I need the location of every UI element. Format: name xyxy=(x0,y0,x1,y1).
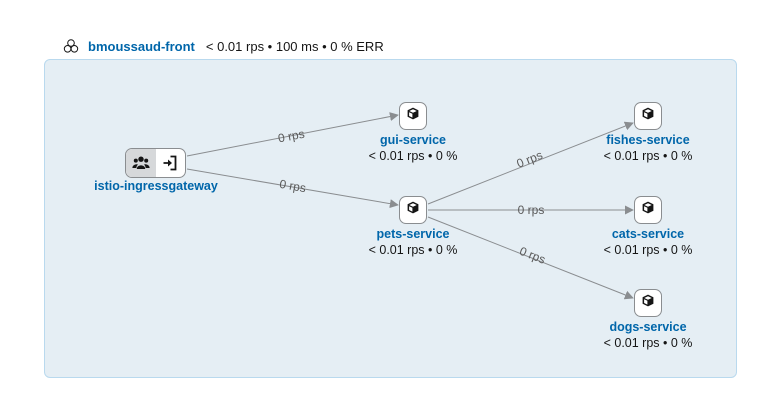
gui-service-name[interactable]: gui-service xyxy=(379,133,446,147)
users-icon xyxy=(126,149,156,177)
edge-label-pets-cats: 0 rps xyxy=(518,203,545,217)
pets-service-stats: < 0.01 rps • 0 % xyxy=(368,243,458,257)
cats-service-stats: < 0.01 rps • 0 % xyxy=(603,243,693,257)
pets-service-node[interactable] xyxy=(399,196,427,224)
fishes-service-node[interactable] xyxy=(634,102,662,130)
gateway-name[interactable]: istio-ingressgateway xyxy=(94,179,218,193)
gui-service-node[interactable] xyxy=(399,102,427,130)
cube-icon xyxy=(407,201,419,219)
edge-label-gateway-pets: 0 rps xyxy=(278,177,307,195)
edge-pets-fishes[interactable] xyxy=(427,121,634,205)
edge-gateway-gui[interactable] xyxy=(186,112,399,157)
app-group-icon xyxy=(63,38,79,54)
dogs-service-stats: < 0.01 rps • 0 % xyxy=(603,336,693,350)
sign-in-icon xyxy=(156,149,186,177)
edge-label-gateway-gui: 0 rps xyxy=(277,127,306,146)
cube-icon xyxy=(642,107,654,125)
app-header: bmoussaud-front < 0.01 rps • 100 ms • 0 … xyxy=(63,37,384,55)
cats-service-label: cats-service < 0.01 rps • 0 % xyxy=(604,226,693,259)
edge-gateway-pets[interactable] xyxy=(186,168,399,209)
cats-service-node[interactable] xyxy=(634,196,662,224)
fishes-service-name[interactable]: fishes-service xyxy=(606,133,690,147)
edge-pets-dogs[interactable] xyxy=(427,216,634,300)
gateway-label: istio-ingressgateway xyxy=(94,178,218,194)
edge-label-pets-fishes: 0 rps xyxy=(515,148,545,171)
dogs-service-name[interactable]: dogs-service xyxy=(609,320,687,334)
dogs-service-node[interactable] xyxy=(634,289,662,317)
edge-label-pets-dogs: 0 rps xyxy=(517,244,547,267)
fishes-service-label: fishes-service < 0.01 rps • 0 % xyxy=(604,132,693,165)
cube-icon xyxy=(642,201,654,219)
cats-service-name[interactable]: cats-service xyxy=(611,227,685,241)
app-name-link[interactable]: bmoussaud-front xyxy=(88,38,195,54)
gui-service-stats: < 0.01 rps • 0 % xyxy=(368,149,458,163)
fishes-service-stats: < 0.01 rps • 0 % xyxy=(603,149,693,163)
cube-icon xyxy=(642,294,654,312)
gui-service-label: gui-service < 0.01 rps • 0 % xyxy=(369,132,458,165)
pets-service-name[interactable]: pets-service xyxy=(376,227,450,241)
cube-icon xyxy=(407,107,419,125)
app-stats: < 0.01 rps • 100 ms • 0 % ERR xyxy=(205,38,384,54)
dogs-service-label: dogs-service < 0.01 rps • 0 % xyxy=(604,319,693,352)
pets-service-label: pets-service < 0.01 rps • 0 % xyxy=(369,226,458,259)
gateway-node[interactable] xyxy=(125,148,186,178)
